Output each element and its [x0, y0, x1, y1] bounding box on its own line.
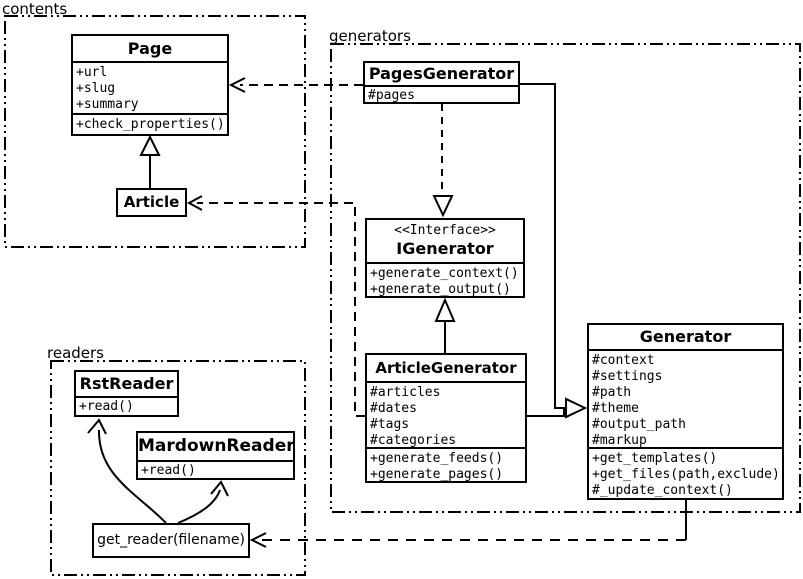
class-igenerator-header: <<Interface>> IGenerator: [367, 220, 523, 262]
attribute-row: #markup: [592, 433, 647, 447]
attribute-row: #categories: [370, 433, 457, 447]
class-pagesgenerator: PagesGenerator #pages: [363, 61, 520, 104]
attribute-row: #tags: [370, 417, 410, 432]
class-article: Article: [116, 188, 187, 217]
class-pagesgenerator-title: PagesGenerator: [368, 64, 515, 83]
method-row: +check_properties(): [76, 117, 225, 132]
method-row: +generate_pages(): [370, 467, 504, 481]
attribute-row: +url: [76, 65, 108, 80]
generators-package-frame: [330, 43, 801, 513]
class-igenerator: <<Interface>> IGenerator +generate_conte…: [365, 218, 525, 298]
class-igenerator-stereotype: <<Interface>>: [394, 223, 496, 238]
edge-getreader-to-mardownreader: [177, 480, 229, 524]
class-rstreader-title: RstReader: [79, 374, 174, 393]
method-row: +read(): [141, 463, 196, 478]
class-page-title: Page: [127, 39, 173, 58]
edge-pagesgenerator-realizes-igenerator: [432, 104, 454, 218]
attribute-row: #pages: [368, 88, 415, 102]
class-rstreader: RstReader +read(): [74, 370, 179, 417]
attribute-row: #articles: [370, 385, 441, 400]
function-box-get-reader: get_reader(filename): [92, 523, 250, 558]
attribute-row: #settings: [592, 369, 663, 384]
method-row: +get_files(path,exclude): [592, 467, 780, 482]
edge-article-inherits-page: [139, 134, 161, 188]
method-row: +read(): [79, 399, 134, 414]
contents-package-frame: [4, 15, 306, 248]
class-rstreader-methods: +read(): [76, 396, 177, 415]
class-generator: Generator #context #settings #path #them…: [587, 323, 784, 500]
attribute-row: #theme: [592, 401, 639, 416]
class-pagesgenerator-attributes: #pages: [365, 85, 518, 102]
method-row: +generate_feeds(): [370, 451, 504, 466]
class-articlegenerator-attributes: #articles #dates #tags #categories: [367, 381, 525, 447]
attribute-row: #path: [592, 385, 632, 400]
edge-pagesgenerator-depends-page: [228, 77, 363, 93]
class-mardownreader-methods: +read(): [138, 460, 293, 478]
class-generator-attributes: #context #settings #path #theme #output_…: [589, 349, 782, 447]
class-article-title: Article: [123, 193, 180, 211]
class-mardownreader-title: MardownReader: [138, 436, 293, 456]
attribute-row: #context: [592, 353, 655, 368]
attribute-row: +summary: [76, 97, 139, 112]
contents-package-label: contents: [2, 0, 68, 18]
edge-getreader-to-rstreader: [87, 418, 167, 524]
edge-generator-depends-getreader: [249, 500, 687, 548]
class-articlegenerator-title: ArticleGenerator: [375, 359, 517, 377]
edge-articlegenerator-inherits-igenerator: [434, 297, 456, 353]
class-articlegenerator-methods: +generate_feeds() +generate_pages(): [367, 447, 525, 481]
attribute-row: +slug: [76, 81, 116, 96]
class-articlegenerator: ArticleGenerator #articles #dates #tags …: [365, 353, 527, 483]
class-page: Page +url +slug +summary +check_properti…: [71, 34, 229, 136]
readers-package-label: readers: [47, 344, 104, 362]
method-row: #_update_context(): [592, 483, 733, 498]
edge-articlegenerator-depends-article: [186, 195, 365, 417]
edge-generators-inherit-generator: [520, 83, 588, 419]
method-row: +get_templates(): [592, 451, 718, 466]
method-row: +generate_context(): [370, 266, 519, 281]
attribute-row: #dates: [370, 401, 417, 416]
class-generator-title: Generator: [639, 327, 732, 346]
class-page-methods: +check_properties(): [73, 113, 227, 134]
attribute-row: #output_path: [592, 417, 686, 432]
class-igenerator-methods: +generate_context() +generate_output(): [367, 262, 523, 296]
readers-package-frame: [50, 360, 306, 576]
class-page-attributes: +url +slug +summary: [73, 61, 227, 113]
method-row: +generate_output(): [370, 282, 511, 296]
class-mardownreader: MardownReader +read(): [136, 431, 295, 480]
get-reader-label: get_reader(filename): [97, 532, 245, 548]
class-generator-methods: +get_templates() +get_files(path,exclude…: [589, 447, 782, 498]
class-igenerator-title: IGenerator: [396, 239, 494, 258]
generators-package-label: generators: [329, 27, 411, 45]
